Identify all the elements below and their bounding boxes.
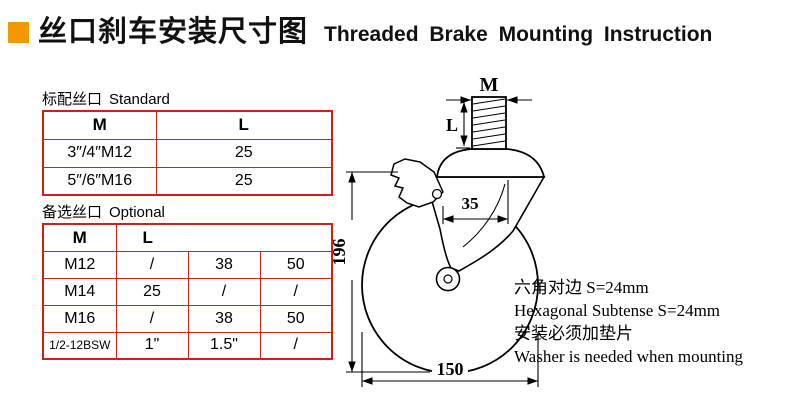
table-cell: / [259,277,333,306]
table-cell: 38 [187,304,261,333]
table-row: M16 / 38 50 [42,304,333,333]
column-header-m: M [42,223,117,252]
brake-pivot [431,188,443,200]
column-header-m: M [42,110,157,140]
optional-table: M L M12 / 38 50 M14 25 / / M16 / 38 50 1… [42,223,334,360]
dim-label-wheel-diameter: 150 [437,359,464,379]
title-bullet-icon [8,22,29,43]
table-row: 3″/4″M12 25 [42,138,333,168]
column-header-l: L [155,110,333,140]
table-cell: 38 [187,250,261,279]
table-row: 5″/6″M16 25 [42,166,333,196]
optional-section-label: 备选丝口 Optional [42,201,165,222]
page-title-cn: 丝口刹车安装尺寸图 [38,16,309,48]
dim-offset: 35 [442,180,509,224]
table-header-row: M L [42,223,333,252]
standard-label-cn: 标配丝口 [42,91,103,108]
column-header-l: L [115,223,333,252]
dim-height: 196 [330,171,430,373]
table-cell: / [115,250,189,279]
table-cell: 50 [259,304,333,333]
table-cell: 5″/6″M16 [42,166,157,196]
table-header-row: M L [42,110,333,140]
table-cell: M16 [42,304,117,333]
dim-label-offset: 35 [462,194,479,213]
note-line: Hexagonal Subtense S=24mm [514,301,721,320]
table-row: M12 / 38 50 [42,250,333,279]
standard-table: M L 3″/4″M12 25 5″/6″M16 25 [42,110,333,196]
page-title-en: Threaded Brake Mounting Instruction [324,23,713,46]
optional-label-en: Optional [109,204,165,221]
thread-hatching-icon [472,98,506,147]
dim-label-thread: M [480,74,499,96]
table-cell: 1" [115,331,189,360]
mounting-notes: 六角对边 S=24mm Hexagonal Subtense S=24mm 安装… [514,276,786,368]
dim-thread: M [446,74,532,104]
table-cell: 25 [155,138,333,168]
dim-wheel-diameter: 150 [361,332,539,387]
brake-lever [390,158,444,208]
standard-label-en: Standard [109,91,170,108]
optional-label-cn: 备选丝口 [42,204,103,221]
table-cell: M14 [42,277,117,306]
table-cell: 3″/4″M12 [42,138,157,168]
table-cell: 25 [155,166,333,196]
table-cell: 1/2-12BSW [42,331,117,360]
threaded-stem [471,96,507,150]
page-title: 丝口刹车安装尺寸图 Threaded Brake Mounting Instru… [38,8,712,50]
dim-stem-length: L [446,102,470,149]
table-cell: / [259,331,333,360]
table-cell: / [115,304,189,333]
dim-label-height: 196 [330,239,349,266]
note-line: 六角对边 S=24mm [514,278,649,297]
dim-label-stem-length: L [446,115,458,135]
note-line: Washer is needed when mounting [514,347,744,366]
table-cell: 1.5" [187,331,261,360]
table-row: 1/2-12BSW 1" 1.5" / [42,331,333,360]
table-cell: / [187,277,261,306]
table-row: M14 25 / / [42,277,333,306]
table-cell: 25 [115,277,189,306]
standard-section-label: 标配丝口 Standard [42,88,170,109]
axle-center [443,274,453,284]
table-cell: 50 [259,250,333,279]
mounting-dome [435,148,546,178]
caster-drawing: M L 35 196 150 [330,74,546,387]
note-line: 安装必须加垫片 [514,324,633,343]
table-cell: M12 [42,250,117,279]
